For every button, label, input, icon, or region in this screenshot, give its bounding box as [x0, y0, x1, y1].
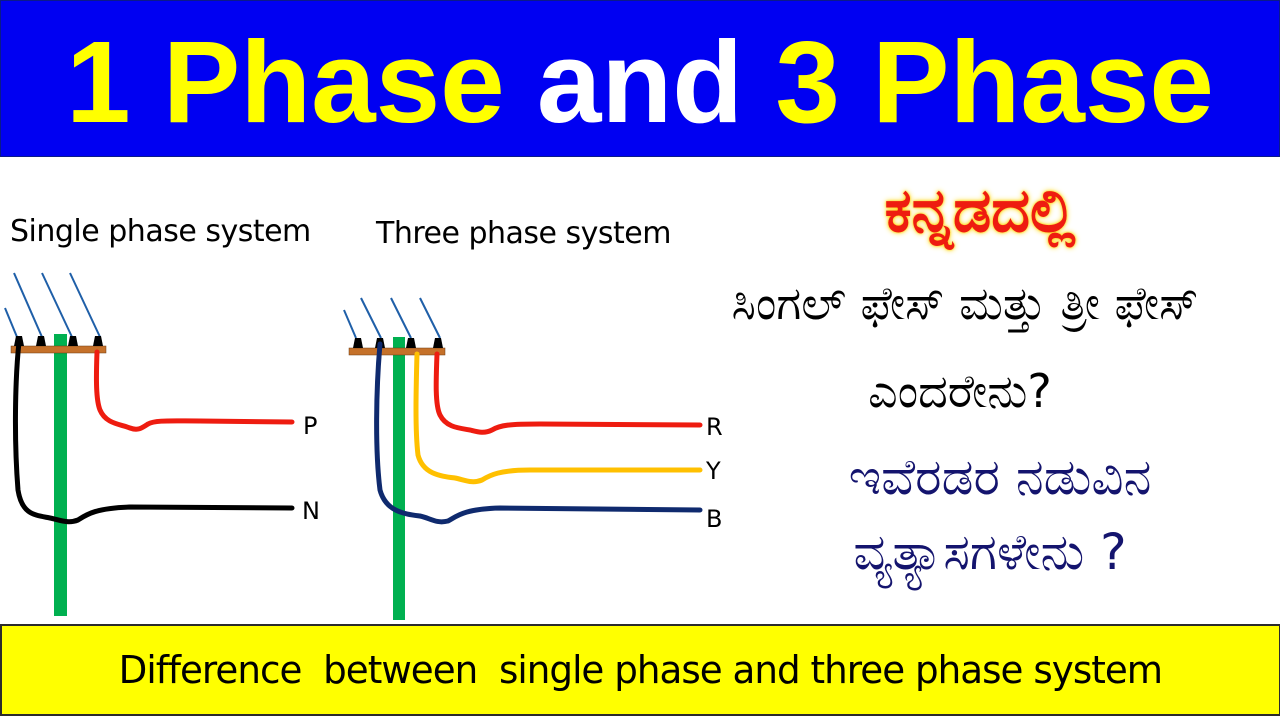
overhead-lines-icon	[343, 297, 441, 339]
title-banner: 1 Phase and 3 Phase	[0, 0, 1280, 157]
pole-icon	[393, 337, 405, 620]
wire-label-r: R	[706, 413, 723, 441]
crossarm-icon	[10, 345, 107, 354]
insulators-icon	[14, 336, 103, 346]
single-phase-caption: Single phase system	[10, 214, 311, 249]
three-phase-diagram: R Y B	[343, 297, 723, 620]
wire-label-p: P	[303, 412, 317, 440]
phase-wire-b	[374, 341, 703, 525]
title-part-3-phase: 3 Phase	[775, 16, 1214, 147]
neutral-wire-n	[12, 339, 295, 525]
title-part-1-phase: 1 Phase	[66, 16, 505, 147]
kannada-line-what-is: ಎಂದರೇನು?	[868, 364, 1052, 418]
single-phase-diagram: P N	[4, 272, 320, 616]
footer-caption: Difference between single phase and thre…	[118, 648, 1163, 692]
phase-diagrams: P N R Y B	[4, 272, 723, 620]
main-title: 1 Phase and 3 Phase	[66, 24, 1214, 140]
footer-banner: Difference between single phase and thre…	[0, 624, 1280, 716]
phase-wire-r	[433, 351, 703, 435]
overhead-lines-icon	[4, 272, 101, 338]
crossarm-icon	[348, 347, 446, 356]
pole-icon	[54, 334, 67, 616]
kannada-line-differences: ವ್ಯತ್ಯಾಸಗಳೇನು ?	[853, 523, 1127, 581]
wire-label-n: N	[302, 497, 320, 525]
wire-label-b: B	[706, 505, 722, 533]
wire-label-y: Y	[705, 457, 721, 485]
phase-wire-y	[413, 351, 703, 485]
kannada-line-single-three-phase: ಸಿಂಗಲ್ ಫೇಸ್ ಮತ್ತು ತ್ರೀ ಫೇಸ್	[731, 276, 1199, 330]
three-phase-caption: Three phase system	[376, 216, 671, 251]
kannada-line-between: ಇವೆರಡರ ನಡುವಿನ	[848, 448, 1152, 506]
kannada-heading: ಕನ್ನಡದಲ್ಲಿ	[884, 176, 1076, 246]
phase-wire-p	[93, 349, 295, 432]
title-part-and: and	[504, 16, 776, 147]
